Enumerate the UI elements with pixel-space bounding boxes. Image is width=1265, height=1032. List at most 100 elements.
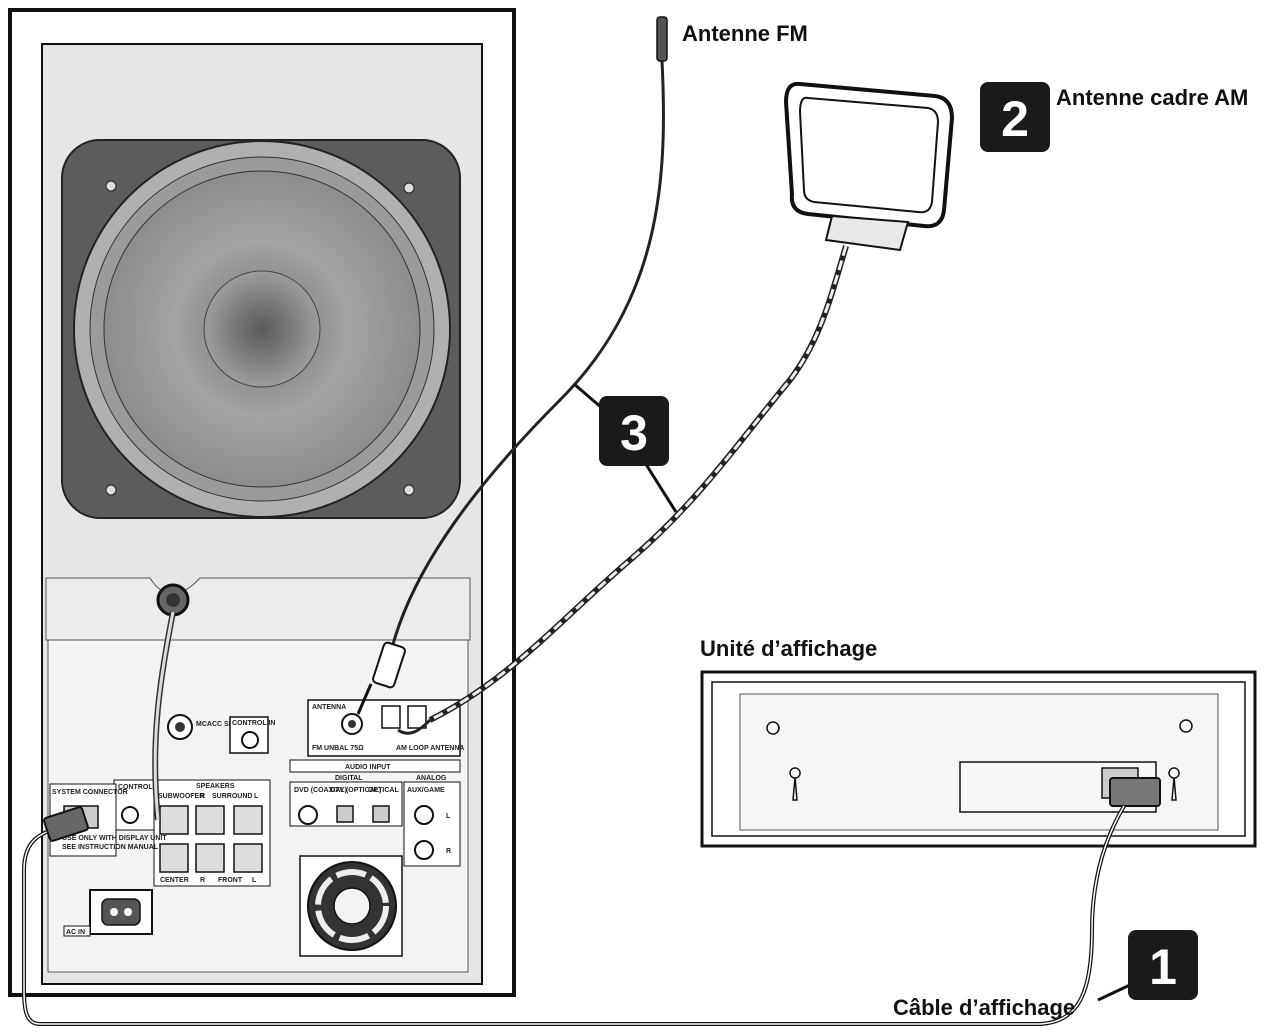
screw-icon [403, 182, 415, 194]
keyhole-icon [789, 767, 801, 801]
callout-3-leader-fm [573, 382, 603, 410]
speaker-terminal[interactable] [159, 843, 189, 873]
analog-input-jack-r[interactable] [414, 840, 434, 860]
analog-input-jack-l[interactable] [414, 805, 434, 825]
coaxial-input-jack[interactable] [298, 805, 318, 825]
center-label: CENTER [160, 877, 189, 884]
speaker-terminal[interactable] [159, 805, 189, 835]
am-loop-antenna-label: Antenne cadre AM [1056, 85, 1248, 110]
screw-icon [403, 484, 415, 496]
fan-hub [333, 887, 371, 925]
badge-number: 3 [620, 405, 648, 461]
am-loop-outer [783, 81, 955, 229]
fm-antenna-label: Antenne FM [682, 21, 808, 46]
callout-3-leader-am [640, 457, 678, 513]
fm-unbal-label: FM UNBAL 75Ω [312, 745, 364, 752]
am-terminal[interactable] [381, 705, 401, 729]
keyhole-icon [1168, 767, 1180, 801]
ac-in-label: AC IN [66, 929, 85, 936]
speaker-r-label: R [200, 793, 205, 800]
port-cable-inner [153, 611, 175, 821]
speaker-l-label: L [254, 793, 259, 800]
ac-pin [124, 908, 132, 916]
fm-antenna-plug [372, 641, 406, 689]
audio-input-header [289, 759, 461, 773]
step-badge-2: 2 [980, 82, 1050, 152]
display-unit-bezel [711, 681, 1246, 837]
ac-pin [110, 908, 118, 916]
ac-socket [101, 898, 141, 926]
port-hole [166, 593, 180, 607]
display-cable-label: Câble d’affichage [893, 995, 1075, 1020]
am-antenna-wire-twist [429, 245, 848, 722]
control-out-jack[interactable] [121, 806, 139, 824]
analog-l-label: L [446, 813, 451, 820]
subwoofer-unit: MCACC SETUP MIC CONTROL IN ANTENNA FM UN… [8, 8, 516, 997]
am-wire-end [397, 718, 432, 735]
mount-screw-icon [766, 721, 780, 735]
fm-antenna-tip [656, 16, 668, 62]
speakers-label: SPEAKERS [196, 783, 235, 790]
use-only-label: USE ONLY WITH DISPLAY UNIT [62, 835, 167, 842]
badge-box [980, 82, 1050, 152]
display-cable-plug [1109, 777, 1161, 807]
subwoofer-label: SUBWOOFER [158, 793, 204, 800]
am-loop-label: AM LOOP ANTENNA [396, 745, 464, 752]
mcacc-mic-label: MCACC SETUP MIC [196, 721, 262, 728]
control-in-label: CONTROL IN [232, 720, 275, 727]
system-cable-plug [43, 806, 89, 842]
jack-center [348, 720, 356, 728]
digital-label: DIGITAL [335, 775, 363, 782]
screw-icon [105, 180, 117, 192]
control-in-jack[interactable] [241, 731, 259, 749]
ac-in-tag [63, 925, 91, 937]
speaker-terminal[interactable] [195, 843, 225, 873]
am-loop-inner [798, 96, 940, 214]
front-label: FRONT [218, 877, 243, 884]
dtv-optical-label: DTV (OPTICAL) [330, 787, 381, 794]
audio-input-label: AUDIO INPUT [345, 764, 391, 771]
speaker-terminal[interactable] [233, 805, 263, 835]
speaker-terminal[interactable] [233, 843, 263, 873]
badge-box [1128, 930, 1198, 1000]
badge-number: 2 [1001, 91, 1029, 147]
optical-input-port[interactable] [336, 805, 354, 823]
display-unit [700, 670, 1257, 848]
optical-input-port[interactable] [372, 805, 390, 823]
dust-cap [203, 270, 321, 388]
dvd-coaxial-label: DVD (COAXIAL) [294, 787, 347, 794]
cooling-fan [299, 855, 403, 957]
badge-number: 1 [1149, 939, 1177, 995]
fm-plug-pin [356, 683, 373, 715]
am-loop-stand [824, 214, 910, 252]
am-terminal[interactable] [407, 705, 427, 729]
front-l-label: L [252, 877, 257, 884]
screw-icon [105, 484, 117, 496]
jack-center [175, 722, 185, 732]
step-badge-1: 1 [1128, 930, 1198, 1000]
see-manual-label: SEE INSTRUCTION MANUAL [62, 844, 159, 851]
am-loop-antenna [397, 81, 955, 735]
speaker-driver [61, 139, 461, 519]
control-out-label: CONTROL OUT [118, 784, 170, 791]
callout-1-leader [1097, 982, 1133, 1002]
aux-game-label: AUX/GAME [407, 787, 445, 794]
optical-label: OPTICAL [368, 787, 399, 794]
badge-box [599, 396, 669, 466]
surround-label: SURROUND [212, 793, 252, 800]
mount-screw-icon [1179, 719, 1193, 733]
fan-grille [315, 869, 389, 943]
front-r-label: R [200, 877, 205, 884]
analog-label: ANALOG [416, 775, 447, 782]
display-unit-label: Unité d’affichage [700, 636, 877, 661]
fm-antenna [356, 16, 668, 715]
display-cable-inner [23, 805, 1125, 1025]
analog-r-label: R [446, 848, 451, 855]
speaker-terminal[interactable] [195, 805, 225, 835]
system-connector-label: SYSTEM CONNECTOR [52, 789, 128, 796]
step-badge-3: 3 [599, 396, 669, 466]
fm-antenna-wire [390, 60, 665, 649]
antenna-label: ANTENNA [312, 704, 346, 711]
